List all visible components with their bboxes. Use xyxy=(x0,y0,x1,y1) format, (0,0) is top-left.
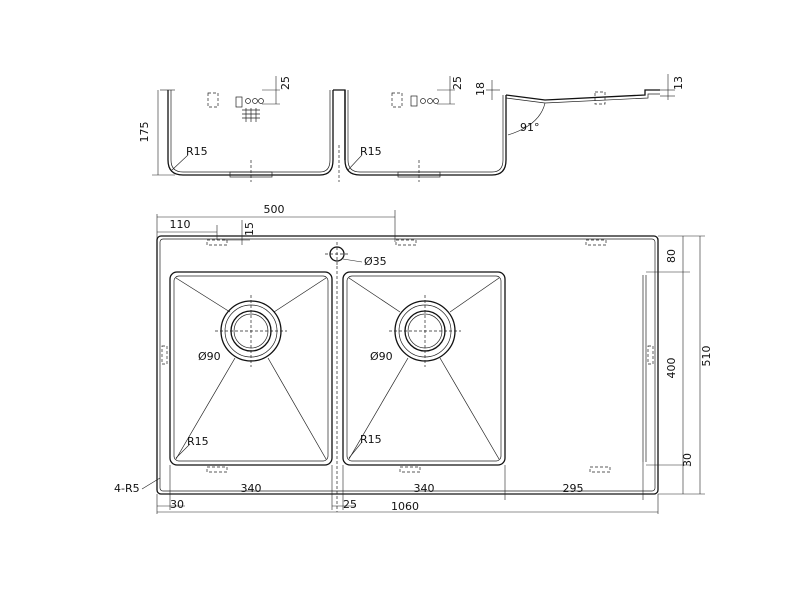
slope-line xyxy=(348,277,401,313)
right-bowl-profile xyxy=(344,90,507,176)
radius-right-side: R15 xyxy=(360,145,382,158)
drainboard-profile xyxy=(505,89,660,101)
right-bowl-inner xyxy=(346,275,502,462)
dim-drain-height-18: 18 xyxy=(474,82,487,96)
angle-arc xyxy=(507,102,546,136)
dim-divider-25: 25 xyxy=(343,498,357,511)
dim-bowl-left-340: 340 xyxy=(241,482,262,495)
slope-line xyxy=(175,277,231,313)
divider-lip xyxy=(333,89,346,160)
clip-symbol xyxy=(594,91,606,105)
dim-bowl-depth-400: 400 xyxy=(665,358,678,379)
slope-line xyxy=(439,357,500,460)
clip-symbol xyxy=(589,466,611,473)
dim-bowl-right-340: 340 xyxy=(414,482,435,495)
clip-symbol xyxy=(207,92,219,108)
slope-line xyxy=(449,277,500,313)
left-bowl-profile xyxy=(167,90,334,176)
left-bowl-inner xyxy=(173,275,329,462)
clip-symbol xyxy=(161,345,168,365)
side-view: 175 25 25 18 13 91° R15 R15 xyxy=(138,74,685,182)
corner-radius: 4-R5 xyxy=(114,482,140,495)
clip-symbol xyxy=(206,239,228,246)
clip-symbol xyxy=(647,345,654,365)
leader-line xyxy=(342,258,363,263)
dim-offset-25-right: 25 xyxy=(451,76,464,90)
leader-line xyxy=(348,441,363,459)
sink-outline xyxy=(156,235,659,495)
left-drain-icon xyxy=(215,295,287,367)
radius-left-top: R15 xyxy=(187,435,209,448)
dim-edge-30: 30 xyxy=(170,498,184,511)
leader-line xyxy=(141,477,161,490)
dim-total-width-1060: 1060 xyxy=(391,500,419,513)
slope-line xyxy=(267,357,327,460)
tap-hole-diameter: Ø35 xyxy=(364,255,387,268)
leader-line xyxy=(171,154,189,171)
radius-right-top: R15 xyxy=(360,433,382,446)
dim-top-margin-80: 80 xyxy=(665,249,678,263)
right-bowl xyxy=(342,271,506,466)
clip-symbol xyxy=(395,239,417,246)
radius-left-side: R15 xyxy=(186,145,208,158)
drain-diameter-left: Ø90 xyxy=(198,350,221,363)
drain-diameter-right: Ø90 xyxy=(370,350,393,363)
leader-line xyxy=(347,154,363,171)
overflow-icon xyxy=(235,96,264,122)
clip-symbol xyxy=(206,466,228,473)
drainboard-edge xyxy=(505,93,660,104)
slope-line xyxy=(273,277,327,313)
sink-outline-inner xyxy=(159,238,656,492)
dim-height-175: 175 xyxy=(138,122,151,143)
dim-offset-25-left: 25 xyxy=(279,76,292,90)
dim-offset-15: 15 xyxy=(243,222,256,236)
dim-offset-110: 110 xyxy=(170,218,191,231)
leader-line xyxy=(175,443,191,459)
dim-angle-91: 91° xyxy=(520,121,540,134)
slope-line xyxy=(348,357,409,460)
clip-symbol xyxy=(391,92,403,108)
tap-hole-icon xyxy=(325,242,349,266)
clip-symbol xyxy=(585,239,607,246)
top-view: 500 110 15 Ø35 Ø90 Ø90 R15 R15 4-R5 340 … xyxy=(114,203,713,514)
right-drain-icon xyxy=(389,295,461,367)
overflow-icon xyxy=(410,95,439,107)
dim-flange-13: 13 xyxy=(672,76,685,90)
slope-line xyxy=(175,357,236,460)
dim-width-500: 500 xyxy=(264,203,285,216)
clip-symbol xyxy=(399,466,421,473)
dim-total-depth-510: 510 xyxy=(700,346,713,367)
dim-bottom-margin-30: 30 xyxy=(681,453,694,467)
dim-drainboard-295: 295 xyxy=(563,482,584,495)
left-bowl xyxy=(169,271,333,466)
